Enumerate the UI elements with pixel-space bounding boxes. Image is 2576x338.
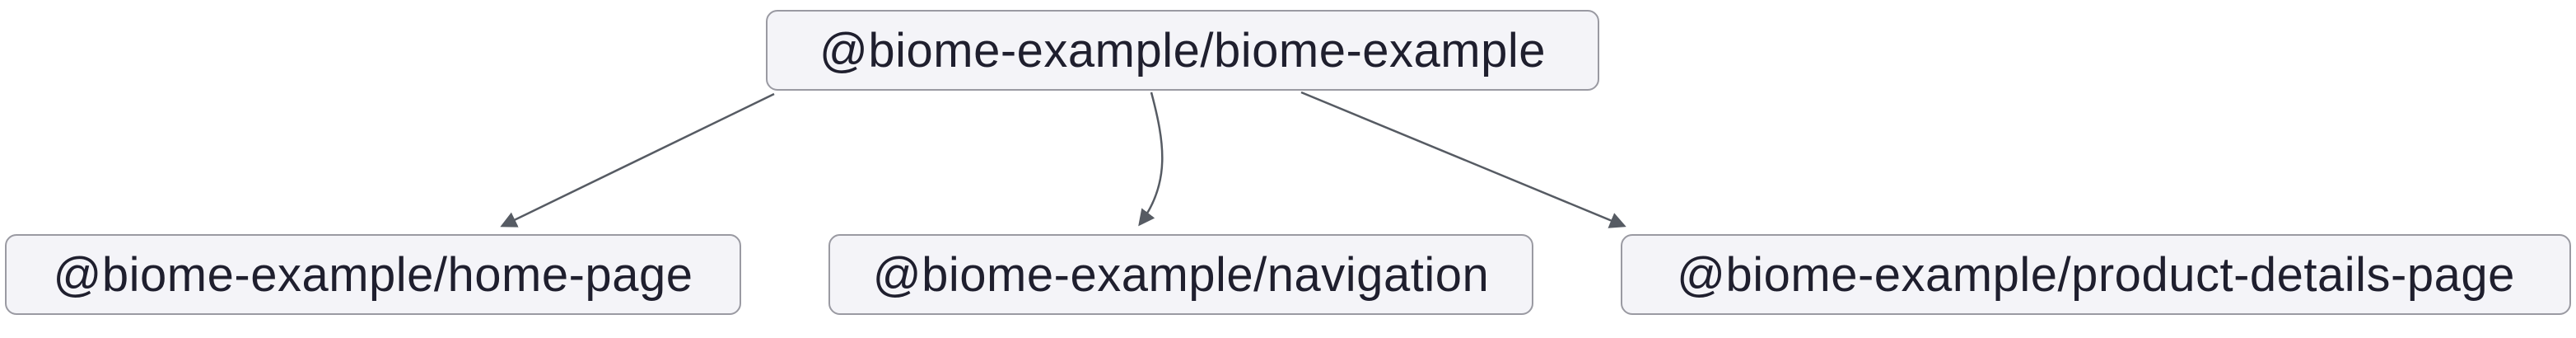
node-home-page-label: @biome-example/home-page [53,247,693,302]
node-navigation-label: @biome-example/navigation [872,247,1490,302]
edge-root-to-home-page [500,92,775,228]
node-product-details-page-label: @biome-example/product-details-page [1677,247,2515,302]
edge-root-to-navigation [1138,92,1164,227]
node-home-page: @biome-example/home-page [5,234,741,315]
node-biome-example-label: @biome-example/biome-example [819,23,1547,77]
node-product-details-page: @biome-example/product-details-page [1621,234,2571,315]
node-biome-example: @biome-example/biome-example [766,10,1599,91]
edge-root-to-product-details-page [1300,91,1626,228]
node-navigation: @biome-example/navigation [828,234,1533,315]
